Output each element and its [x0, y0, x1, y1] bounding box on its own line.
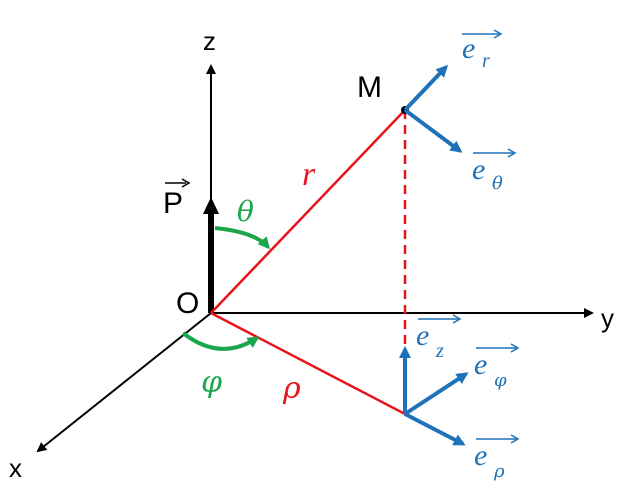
origin-label: O [176, 287, 199, 320]
dipole-overarrow [165, 178, 191, 188]
y-axis-label: y [601, 303, 614, 333]
e-theta-label: e θ [472, 148, 517, 194]
theta-label: θ [237, 195, 254, 228]
e-theta-vector [403, 108, 463, 153]
rho-line [210, 311, 406, 416]
dipole-label: P [163, 187, 183, 220]
point-m-label: M [357, 71, 382, 104]
e-theta-base: e [472, 153, 485, 186]
x-axis-label: x [9, 453, 22, 483]
phi-label: φ [201, 365, 222, 400]
e-z-label: e z [416, 314, 462, 362]
theta-arc [214, 226, 270, 250]
e-rho-subscript: ρ [493, 461, 505, 482]
e-rho-vector [404, 412, 466, 446]
e-z-base: e [416, 319, 429, 352]
rho-label: ρ [282, 371, 301, 406]
e-z-subscript: z [435, 340, 444, 362]
e-phi-base: e [474, 348, 487, 381]
e-theta-subscript: θ [492, 173, 503, 194]
x-axis [36, 312, 212, 453]
e-phi-subscript: φ [494, 370, 507, 391]
e-r-base: e [462, 32, 475, 65]
radius-r-line [210, 109, 406, 314]
dipole-arrowhead [203, 197, 219, 214]
phi-arc [181, 331, 260, 351]
e-phi-label: e φ [474, 343, 520, 391]
r-label: r [302, 156, 316, 193]
e-r-label: e r [462, 29, 503, 72]
z-axis-label: z [203, 26, 216, 56]
e-phi-vector [403, 372, 469, 416]
e-rho-label: e ρ [474, 434, 520, 482]
e-r-subscript: r [482, 50, 490, 72]
e-rho-base: e [474, 439, 487, 472]
e-r-vector [403, 64, 449, 112]
